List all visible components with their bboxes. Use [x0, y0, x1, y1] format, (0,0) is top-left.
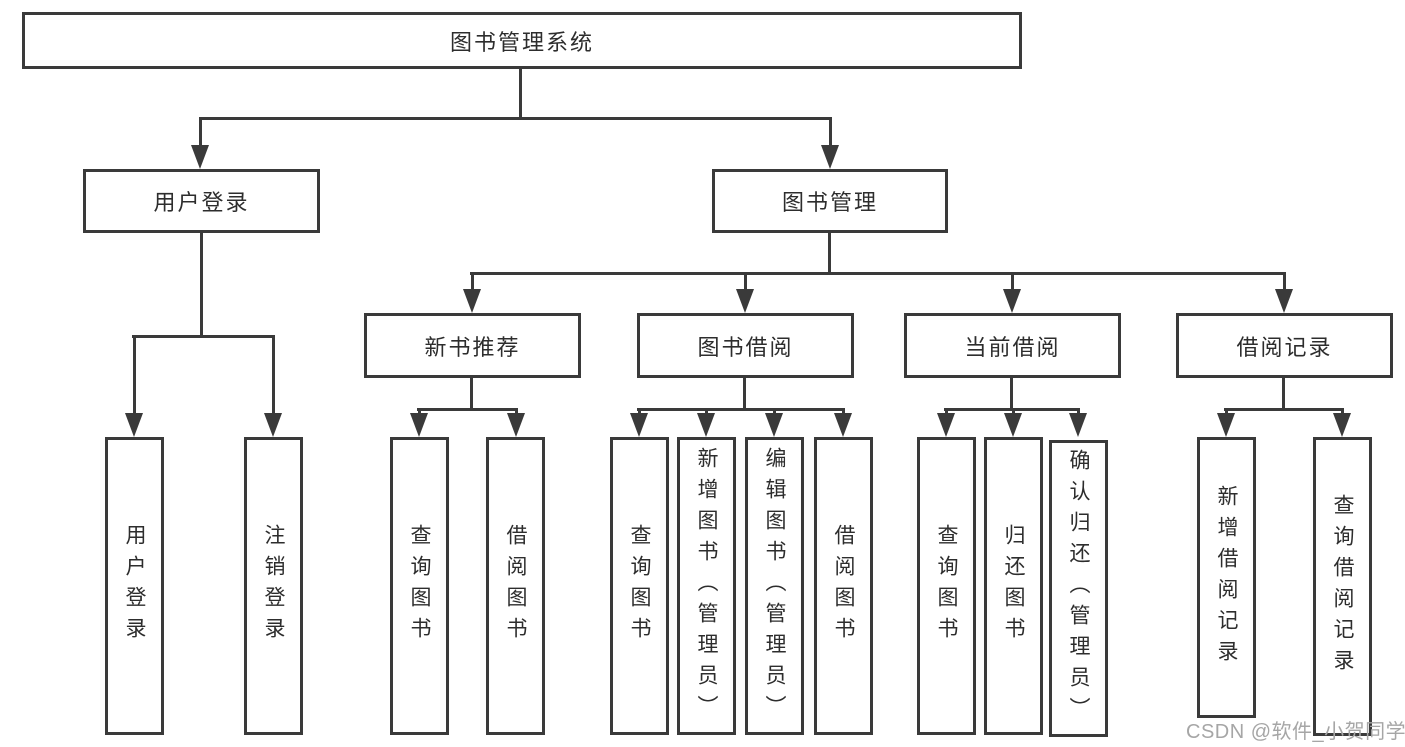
arrow-down-icon: [507, 413, 525, 437]
node-book-borrowing: 图书借阅: [637, 313, 854, 378]
arrow-down-icon: [1333, 413, 1351, 437]
connector-line: [471, 274, 474, 292]
connector-line: [1011, 274, 1014, 292]
node-new-book-recommendation: 新书推荐: [364, 313, 581, 378]
connector-line: [1012, 410, 1015, 415]
connector-line: [638, 410, 641, 415]
leaf-borrow-books-borrowing: 借阅图书: [814, 437, 873, 735]
connector-line: [417, 408, 518, 411]
connector-line: [1341, 410, 1344, 415]
connector-line: [519, 69, 522, 118]
connector-line: [200, 233, 203, 336]
leaf-add-borrow-record: 新增借阅记录: [1197, 437, 1256, 718]
connector-line: [132, 335, 275, 338]
arrow-down-icon: [191, 145, 209, 169]
node-current-borrowing: 当前借阅: [904, 313, 1121, 378]
leaf-user-login: 用户登录: [105, 437, 164, 735]
connector-line: [945, 410, 948, 415]
connector-line: [944, 408, 1080, 411]
leaf-query-books-current: 查询图书: [917, 437, 976, 735]
connector-line: [515, 410, 518, 415]
arrow-down-icon: [821, 145, 839, 169]
connector-line: [1225, 410, 1228, 415]
connector-line: [743, 378, 746, 410]
leaf-query-books-recommend: 查询图书: [390, 437, 449, 735]
connector-line: [1283, 274, 1286, 292]
connector-line: [133, 337, 136, 415]
connector-line: [470, 378, 473, 410]
leaf-edit-book-admin: 编辑图书（管理员）: [745, 437, 804, 735]
connector-line: [828, 233, 831, 272]
connector-line: [1010, 378, 1013, 410]
connector-line: [637, 408, 845, 411]
connector-line: [1077, 410, 1080, 415]
leaf-query-books-borrowing: 查询图书: [610, 437, 669, 735]
arrow-down-icon: [765, 413, 783, 437]
arrow-down-icon: [1004, 413, 1022, 437]
arrow-down-icon: [630, 413, 648, 437]
arrow-down-icon: [697, 413, 715, 437]
leaf-logout: 注销登录: [244, 437, 303, 735]
leaf-add-book-admin: 新增图书（管理员）: [677, 437, 736, 735]
connector-line: [1282, 378, 1285, 410]
connector-line: [773, 410, 776, 415]
connector-line: [1224, 408, 1344, 411]
node-borrowing-records: 借阅记录: [1176, 313, 1393, 378]
node-user-login: 用户登录: [83, 169, 320, 233]
connector-line: [418, 410, 421, 415]
leaf-confirm-return-admin: 确认归还（管理员）: [1049, 440, 1108, 737]
connector-line: [470, 272, 1286, 275]
arrow-down-icon: [1069, 413, 1087, 437]
arrow-down-icon: [834, 413, 852, 437]
arrow-down-icon: [1003, 289, 1021, 313]
leaf-query-borrow-record: 查询借阅记录: [1313, 437, 1372, 736]
connector-line: [199, 119, 202, 148]
leaf-return-books: 归还图书: [984, 437, 1043, 735]
arrow-down-icon: [463, 289, 481, 313]
arrow-down-icon: [410, 413, 428, 437]
connector-line: [705, 410, 708, 415]
connector-line: [199, 117, 832, 120]
arrow-down-icon: [125, 413, 143, 437]
node-library-management-system: 图书管理系统: [22, 12, 1022, 69]
arrow-down-icon: [1217, 413, 1235, 437]
arrow-down-icon: [736, 289, 754, 313]
arrow-down-icon: [1275, 289, 1293, 313]
node-book-management: 图书管理: [712, 169, 948, 233]
connector-line: [272, 337, 275, 415]
connector-line: [744, 274, 747, 292]
arrow-down-icon: [937, 413, 955, 437]
csdn-watermark: CSDN @软件_小贺同学: [1186, 721, 1405, 743]
connector-line: [842, 410, 845, 415]
arrow-down-icon: [264, 413, 282, 437]
connector-line: [829, 119, 832, 148]
leaf-borrow-books-recommend: 借阅图书: [486, 437, 545, 735]
